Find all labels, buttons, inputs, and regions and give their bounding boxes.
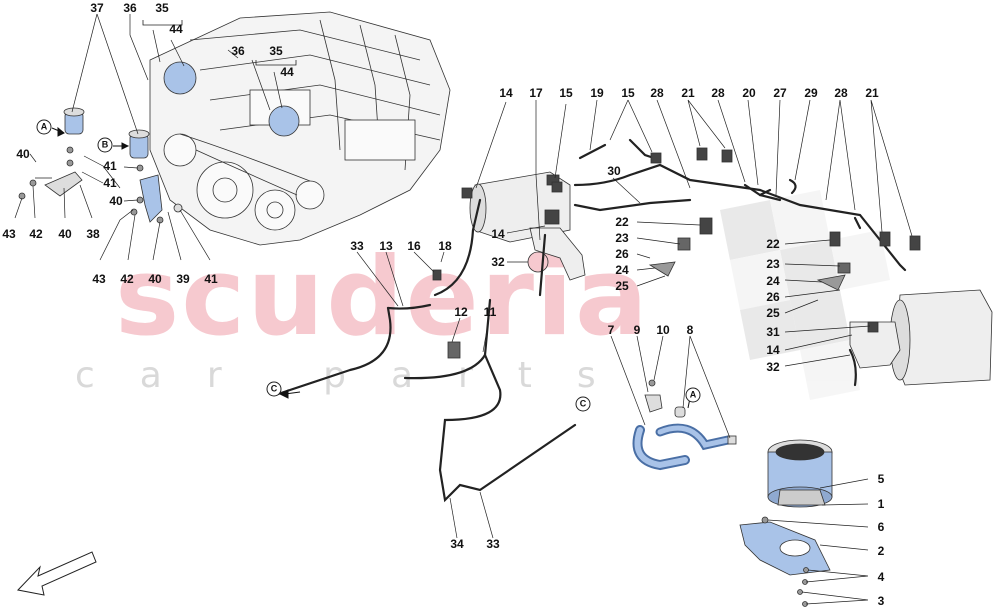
part-number-7: 7	[607, 323, 615, 337]
air-pump-assembly	[632, 379, 833, 607]
part-number-41: 41	[204, 272, 218, 286]
clips-and-connectors	[432, 147, 921, 359]
part-number-30: 30	[607, 164, 621, 178]
part-number-21: 21	[681, 86, 695, 100]
part-number-1: 1	[877, 497, 885, 511]
part-number-15: 15	[621, 86, 635, 100]
connector-arrows-left	[51, 126, 130, 150]
part-number-26: 26	[766, 290, 780, 304]
connector-a-left: A	[36, 119, 52, 135]
engine-pump-highlights	[163, 61, 300, 137]
part-number-33: 33	[350, 239, 364, 253]
part-number-27: 27	[773, 86, 787, 100]
part-number-17: 17	[529, 86, 543, 100]
part-number-8: 8	[686, 323, 694, 337]
part-number-41: 41	[103, 159, 117, 173]
connector-arrows	[278, 389, 691, 409]
part-number-35: 35	[269, 44, 283, 58]
part-number-23: 23	[766, 257, 780, 271]
engine-block	[149, 11, 451, 246]
connector-b-left: B	[97, 137, 113, 153]
part-number-5: 5	[877, 472, 885, 486]
part-number-19: 19	[590, 86, 604, 100]
part-number-14: 14	[491, 227, 505, 241]
part-number-14: 14	[766, 343, 780, 357]
vacuum-hoses	[273, 138, 907, 503]
part-number-42: 42	[120, 272, 134, 286]
part-number-43: 43	[92, 272, 106, 286]
part-number-11: 11	[483, 305, 497, 319]
part-number-41: 41	[103, 176, 117, 190]
part-number-28: 28	[711, 86, 725, 100]
part-number-28: 28	[650, 86, 664, 100]
part-number-29: 29	[804, 86, 818, 100]
connector-c-left: C	[266, 381, 282, 397]
part-number-40: 40	[16, 147, 30, 161]
part-number-25: 25	[615, 279, 629, 293]
part-number-44: 44	[280, 65, 294, 79]
part-number-15: 15	[559, 86, 573, 100]
part-number-40: 40	[109, 194, 123, 208]
connector-c-right: C	[575, 396, 591, 412]
part-number-38: 38	[86, 227, 100, 241]
part-number-16: 16	[407, 239, 421, 253]
part-number-14: 14	[499, 86, 513, 100]
part-number-33: 33	[486, 537, 500, 551]
part-number-6: 6	[877, 520, 885, 534]
silencer-right	[849, 289, 993, 386]
part-number-22: 22	[615, 215, 629, 229]
orientation-arrow	[17, 551, 97, 596]
part-number-4: 4	[877, 570, 885, 584]
part-number-21: 21	[865, 86, 879, 100]
part-number-36: 36	[123, 1, 137, 15]
part-number-25: 25	[766, 306, 780, 320]
part-number-24: 24	[766, 274, 780, 288]
part-number-37: 37	[90, 1, 104, 15]
part-number-12: 12	[454, 305, 468, 319]
group-brackets	[142, 20, 297, 66]
leader-lines	[14, 13, 913, 605]
part-number-10: 10	[656, 323, 670, 337]
part-number-43: 43	[2, 227, 16, 241]
part-number-13: 13	[379, 239, 393, 253]
part-number-18: 18	[438, 239, 452, 253]
part-number-40: 40	[148, 272, 162, 286]
part-number-40: 40	[58, 227, 72, 241]
checkered-flag-watermark	[720, 190, 890, 400]
part-number-24: 24	[615, 263, 629, 277]
part-number-35: 35	[155, 1, 169, 15]
part-number-3: 3	[877, 594, 885, 608]
part-number-31: 31	[766, 325, 780, 339]
part-number-34: 34	[450, 537, 464, 551]
part-number-36: 36	[231, 44, 245, 58]
part-number-9: 9	[633, 323, 641, 337]
silencer-upper	[461, 171, 586, 281]
part-number-32: 32	[491, 255, 505, 269]
connector-a-right: A	[685, 387, 701, 403]
left-valve-parts	[18, 107, 183, 224]
part-number-20: 20	[742, 86, 756, 100]
part-number-22: 22	[766, 237, 780, 251]
part-number-2: 2	[877, 544, 885, 558]
part-number-42: 42	[29, 227, 43, 241]
part-number-28: 28	[834, 86, 848, 100]
part-number-32: 32	[766, 360, 780, 374]
part-number-39: 39	[176, 272, 190, 286]
part-number-26: 26	[615, 247, 629, 261]
part-number-23: 23	[615, 231, 629, 245]
part-number-44: 44	[169, 22, 183, 36]
